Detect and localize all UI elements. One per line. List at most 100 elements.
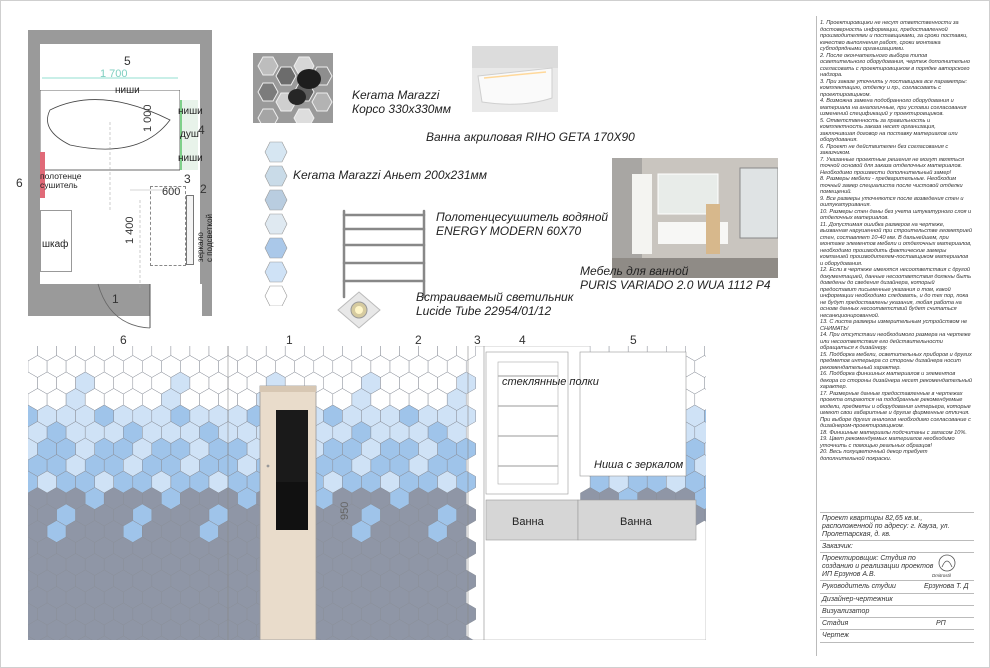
- plan-dim-600: 600: [162, 186, 181, 198]
- towel-rail-caption: Полотенцесушитель водяной ENERGY MODERN …: [436, 210, 609, 238]
- plan-dim-4: 4: [198, 123, 205, 137]
- tb-designer: Проектировщик: Студия по созданию и реал…: [820, 552, 974, 581]
- tb-drafter: Дизайнер-чертежник: [820, 593, 974, 606]
- tile-korso-photo: [253, 53, 333, 123]
- tb-head-name: Ерзунова Т. Д: [924, 583, 969, 590]
- studio-logo-icon: [938, 554, 956, 572]
- cabinet-plan: [40, 210, 72, 272]
- hex-tile: [134, 635, 150, 640]
- hex-tile: [153, 635, 169, 640]
- tb-project-text: Проект квартиры 82,65 кв.м., расположенн…: [822, 515, 950, 538]
- plan-dim-1400: 1 400: [124, 216, 136, 244]
- note-item: 4. Возможна замена подобранного оборудов…: [820, 98, 967, 117]
- note-item: 3. При заказе уточнить у поставщика все …: [820, 78, 968, 98]
- elevation-drawing: [28, 346, 706, 640]
- tb-head-role: Руководитель студии: [822, 583, 896, 590]
- elev-label-glass-shelves: стеклянные полки: [502, 376, 599, 388]
- plan-label-towel: полотенце сушитель: [40, 171, 82, 190]
- tb-project: Проект квартиры 82,65 кв.м., расположенн…: [820, 512, 974, 539]
- towel-rail-drawing: [342, 209, 426, 299]
- hex-tile: [382, 635, 398, 640]
- note-item: 2. После окончательного выбора типов осв…: [820, 52, 970, 79]
- note-item: 15. Подборка мебели, осветительных прибо…: [820, 351, 972, 371]
- plan-label-mirror: зеркало с подсветкой: [196, 213, 214, 262]
- hex-tile: [39, 635, 55, 640]
- elev-wall-3: 3: [474, 333, 481, 347]
- tb-stage: Стадия: [820, 617, 974, 630]
- tb-drafter-role: Дизайнер-чертежник: [822, 596, 893, 603]
- note-item: 18. Финишные материалы подсчитаны с запа…: [820, 429, 967, 436]
- bath-caption: Ванна акриловая RIHO GETA 170X90: [426, 130, 635, 144]
- hex-tile: [115, 635, 131, 640]
- downlight-caption: Встраиваемый светильник Lucide Tube 2295…: [416, 290, 574, 318]
- tb-head: Руководитель студии: [820, 580, 974, 593]
- elev-wall-1: 1: [286, 333, 293, 347]
- elev-wall-2: 2: [415, 333, 422, 347]
- note-item: 9. Все размеры уточняются после возведен…: [820, 195, 964, 209]
- tb-stage-label: Стадия: [822, 620, 849, 627]
- elev-wall-6: 6: [120, 333, 127, 347]
- note-item: 5. Ответственность за правильность и ком…: [820, 117, 958, 144]
- bath-photo: [472, 46, 558, 112]
- plan-label-niche-right2: ниши: [178, 153, 203, 164]
- elev-label-bath-left: Ванна: [512, 516, 544, 528]
- elev-wall-4: 4: [519, 333, 526, 347]
- note-item: 10. Размеры стен даны без учета штукатур…: [820, 208, 972, 222]
- notes-panel-border: [816, 16, 977, 656]
- hex-tile: [401, 635, 417, 640]
- tile-anyet-swatches: [264, 141, 288, 306]
- tb-stage-value: РП: [936, 620, 946, 627]
- furniture-photo: [612, 158, 778, 278]
- mirror-plan: [186, 195, 194, 265]
- plan-dim-1: 1: [112, 292, 119, 306]
- tb-designer-text: Проектировщик: Студия по созданию и реал…: [822, 555, 934, 578]
- note-item: 13. С листа размеры измерительным устрой…: [820, 319, 968, 332]
- note-item: 14. При отсутствии необходимого размера …: [820, 332, 971, 351]
- plan-dim-5: 5: [124, 54, 131, 68]
- note-item: 19. Цвет рекомендуемых материалов необхо…: [820, 436, 955, 449]
- hex-tile: [96, 635, 112, 640]
- tb-customer-text: Заказчик:: [822, 543, 853, 550]
- elev-wall-5: 5: [630, 333, 637, 347]
- plan-dimension-lines: [42, 77, 180, 290]
- hex-tile: [211, 635, 226, 640]
- tb-drawing: Чертеж: [820, 629, 974, 643]
- elev-label-bath-right: Ванна: [620, 516, 652, 528]
- hex-tile: [172, 635, 188, 640]
- hex-tile: [192, 635, 207, 640]
- note-item: 12. Если в чертеже имеются несоответстви…: [820, 267, 972, 319]
- general-notes: 1. Проектировщики не несут ответственнос…: [820, 20, 972, 462]
- plan-label-cabinet: шкаф: [42, 239, 69, 250]
- plan-label-niche-right1: ниши: [178, 106, 203, 117]
- downlight-photo: [337, 291, 381, 329]
- note-item: 7. Указанные проектные решения не могут …: [820, 156, 964, 176]
- hex-tile: [77, 635, 93, 640]
- note-item: 11. Допустимая ошибка размеров на чертеж…: [820, 221, 972, 267]
- hex-tile: [58, 635, 74, 640]
- hex-tile: [420, 635, 436, 640]
- hex-tile: [363, 635, 379, 640]
- note-item: 1. Проектировщики не несут ответственнос…: [820, 20, 968, 52]
- towel-rail-plan: [40, 152, 45, 198]
- hex-tile: [28, 635, 36, 640]
- note-item: 6. Проект не действителен без согласован…: [820, 143, 949, 157]
- note-item: 17. Размерные данные предоставленные в ч…: [820, 390, 971, 430]
- vanity-plan: [150, 186, 186, 266]
- note-item: 8. Размеры мебели - предварительные. Нео…: [820, 176, 963, 195]
- shower-niche: [180, 100, 198, 170]
- elev-dim-950: 950: [339, 501, 351, 520]
- tb-customer: Заказчик:: [820, 540, 974, 553]
- tb-visualizer-role: Визуализатор: [822, 608, 870, 615]
- hex-tile: [439, 635, 455, 640]
- note-item: 16. Подборка финишных материалов и элеме…: [820, 371, 972, 390]
- hex-tile: [325, 635, 341, 640]
- plan-label-shower: душ: [180, 129, 199, 140]
- plan-dim-2: 2: [200, 182, 207, 196]
- door-swing-icon: [97, 283, 151, 329]
- hex-tile: [230, 635, 246, 640]
- plan-label-top-niche: ниши: [115, 85, 140, 96]
- furniture-caption: Мебель для ванной PURIS VARIADO 2.0 WUA …: [580, 264, 771, 292]
- plan-dim-3: 3: [184, 172, 191, 186]
- studio-logo-text: Dmitrostil: [932, 573, 951, 578]
- note-item: 20. Весь полуцветочный декор требует доп…: [820, 449, 928, 462]
